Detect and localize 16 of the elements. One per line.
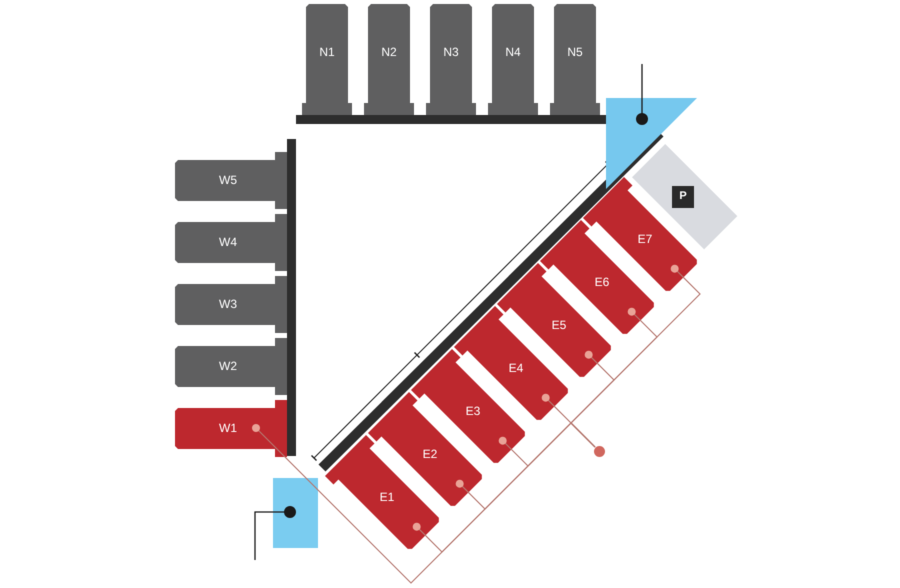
booth: N2 bbox=[364, 4, 414, 115]
booth: W2 bbox=[175, 338, 287, 394]
booth: N3 bbox=[426, 4, 476, 115]
booth: N4 bbox=[488, 4, 538, 115]
booth: W1 bbox=[175, 400, 287, 456]
leader-line bbox=[254, 506, 296, 560]
booth: W5 bbox=[175, 152, 287, 208]
booth: W3 bbox=[175, 276, 287, 332]
highlight-zone bbox=[606, 98, 697, 189]
highlight-zone bbox=[273, 478, 318, 548]
booth: N1 bbox=[302, 4, 352, 115]
booth: N5 bbox=[550, 4, 600, 115]
leader-line bbox=[636, 64, 648, 125]
booth: W4 bbox=[175, 214, 287, 270]
junction-dot bbox=[594, 446, 604, 456]
leader-line bbox=[570, 264, 701, 448]
